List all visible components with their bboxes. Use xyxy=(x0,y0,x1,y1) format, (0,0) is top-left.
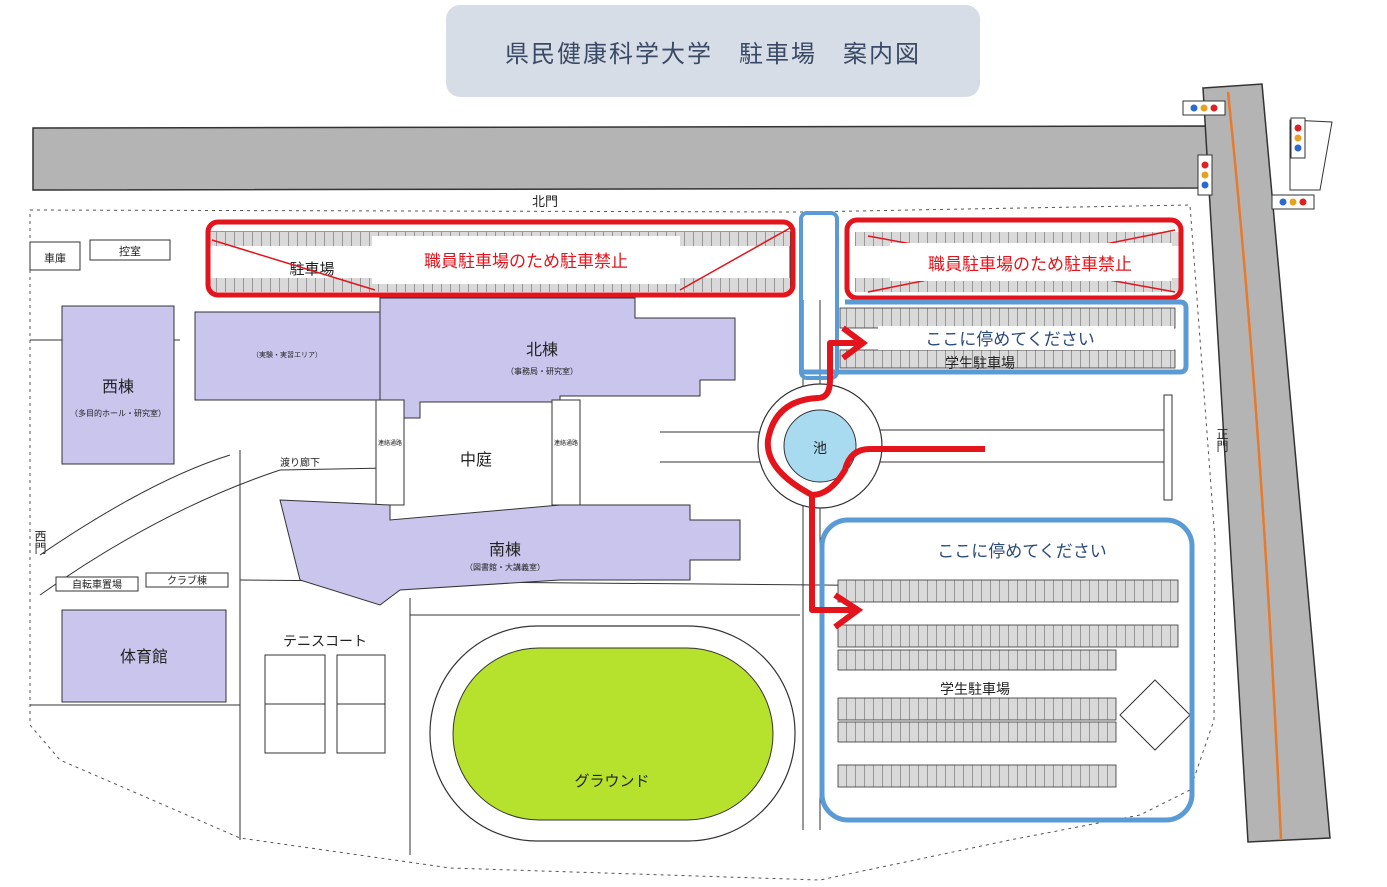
traffic-light-icon xyxy=(1197,154,1213,196)
practice-label: （実験・実習エリア） xyxy=(252,350,322,359)
traffic-light-icon xyxy=(1182,100,1226,116)
west-building-sub: （多目的ホール・研究室） xyxy=(70,408,166,418)
waiting-room-label: 控室 xyxy=(119,244,141,258)
north-gate-label: 北門 xyxy=(532,195,558,210)
arrow-head-icon xyxy=(833,592,864,630)
north-building-label: 北棟 xyxy=(526,340,558,359)
student-parking-top-frame xyxy=(799,211,839,380)
connecting-passage-left: 連絡通路 xyxy=(378,439,402,447)
north-building xyxy=(379,297,736,419)
south-building xyxy=(279,499,741,606)
road-center-line xyxy=(1226,91,1283,841)
tennis-court-label: テニスコート xyxy=(283,634,367,650)
south-building-sub: （図書館・大講義室） xyxy=(465,562,545,572)
garage-label: 車庫 xyxy=(44,251,66,265)
west-building xyxy=(61,305,175,465)
corridor-label: 渡り廊下 xyxy=(280,456,320,469)
connecting-passage-right: 連絡通路 xyxy=(554,439,578,447)
park-here-notice-bottom: ここに停めてください xyxy=(937,542,1107,562)
traffic-light-icon xyxy=(1290,117,1306,159)
map-title-box: 県民健康科学大学 駐車場 案内図 xyxy=(446,5,980,97)
pond xyxy=(783,409,857,483)
staff-parking-right-frame xyxy=(844,217,1184,301)
west-building-label: 西棟 xyxy=(102,377,134,396)
west-gate-label: 西門 xyxy=(33,530,47,554)
staff-parking-notice-right: 職員駐車場のため駐車禁止 xyxy=(928,255,1132,275)
staff-parking-left-frame xyxy=(205,219,796,298)
main-gate-label: 正門 xyxy=(1215,428,1229,452)
courtyard-label: 中庭 xyxy=(460,450,492,469)
south-building-label: 南棟 xyxy=(489,540,521,559)
north-building-sub: （事務局・研究室） xyxy=(506,366,578,376)
map-title: 県民健康科学大学 駐車場 案内図 xyxy=(505,39,921,68)
gym-label: 体育館 xyxy=(120,647,168,666)
traffic-light-icon xyxy=(1271,194,1315,210)
student-parking-label-top: 学生駐車場 xyxy=(945,355,1015,372)
gymnasium xyxy=(61,609,227,703)
route-arrow-loop xyxy=(764,340,860,498)
pond-label: 池 xyxy=(813,441,827,457)
arrow-head-icon xyxy=(841,325,868,361)
route-arrow-main xyxy=(809,446,985,613)
main-road xyxy=(1202,83,1331,843)
student-parking-bottom-frame xyxy=(819,517,1195,823)
staff-parking-notice-left: 職員駐車場のため駐車禁止 xyxy=(424,252,628,272)
campus-boundary xyxy=(29,204,1216,881)
bicycle-parking-label: 自転車置場 xyxy=(72,578,122,591)
ground xyxy=(452,647,774,821)
club-building-label: クラブ棟 xyxy=(167,574,207,587)
student-parking-label-bottom: 学生駐車場 xyxy=(940,681,1010,698)
ground-label: グラウンド xyxy=(574,772,649,790)
park-here-notice-top: ここに停めてください xyxy=(925,330,1095,350)
north-road xyxy=(32,125,1211,191)
